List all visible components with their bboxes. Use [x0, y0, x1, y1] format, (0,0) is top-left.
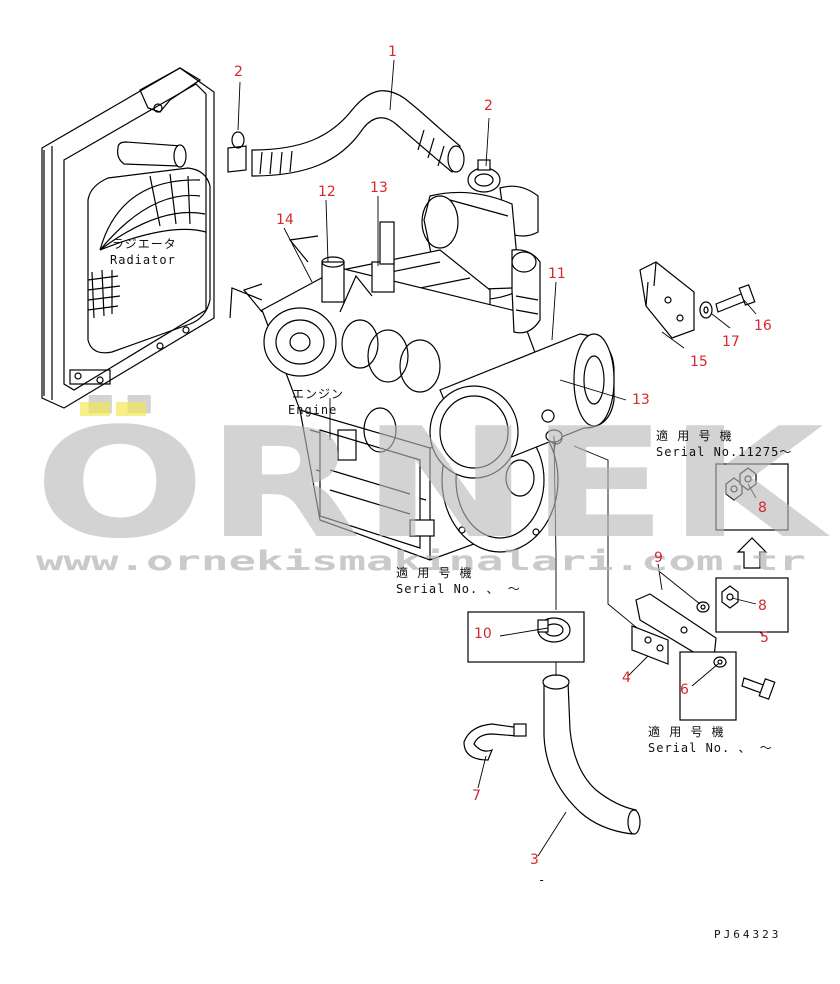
callout-8-lower: 8	[758, 598, 767, 614]
callout-5: 5	[760, 630, 769, 646]
bolt-16	[715, 284, 756, 313]
detail-box-nut-lower	[715, 577, 789, 633]
callout-13-right: 13	[632, 392, 650, 408]
serial-label-low: Serial No. 、 ～	[648, 741, 773, 755]
watermark-url: www.ornekismakinalari.com.tr	[36, 546, 806, 577]
engine-label-en: Engine	[288, 403, 337, 417]
callout-2-left: 2	[234, 64, 243, 80]
upper-hose	[251, 90, 465, 177]
watermark-accent-right	[116, 402, 146, 416]
radiator-label-en: Radiator	[110, 253, 176, 267]
engine	[229, 185, 561, 561]
radiator-label-jp: ラジエータ	[112, 237, 177, 251]
muffler	[429, 333, 615, 479]
callout-11: 11	[548, 266, 566, 282]
bracket-15	[639, 261, 695, 339]
callout-13-top: 13	[370, 180, 388, 196]
applicable-label-mid: 適 用 号 機	[396, 565, 473, 580]
dash-mark: -	[538, 873, 546, 887]
detail-box-nut-upper	[715, 463, 789, 531]
bolt-lower	[741, 677, 776, 700]
serial-label-mid: Serial No. 、 ～	[396, 582, 521, 596]
lower-hose	[542, 662, 641, 835]
callout-16: 16	[754, 318, 772, 334]
radiator-neck	[321, 221, 395, 303]
callout-8-upper: 8	[758, 500, 767, 516]
callout-15: 15	[690, 354, 708, 370]
callout-10: 10	[474, 626, 492, 642]
applicable-label-low: 適 用 号 機	[648, 724, 725, 739]
inlet-pipe	[511, 249, 541, 334]
outlet-link	[545, 429, 643, 633]
washer-17	[699, 301, 713, 319]
detail-box-clamp	[467, 611, 585, 663]
callout-7: 7	[472, 788, 481, 804]
watermark-accent-left	[80, 402, 110, 416]
drain-tube-7	[463, 723, 527, 761]
arrow-up	[736, 537, 768, 569]
watermark-brand: ÖRNEK	[34, 395, 831, 572]
washer-9	[696, 601, 710, 613]
bracket-4	[631, 625, 669, 665]
leader-lines	[237, 59, 765, 857]
detail-box-washer	[679, 651, 737, 721]
hose-clamp-right	[467, 159, 501, 193]
callout-6: 6	[680, 682, 689, 698]
watermark: ÖRNEK www.ornekismakinalari.com.tr	[34, 395, 831, 577]
radiator-outlet-hose	[117, 131, 247, 173]
callout-12: 12	[318, 184, 336, 200]
applicable-label-top: 適 用 号 機	[656, 428, 733, 443]
engine-label-jp: エンジン	[292, 387, 344, 401]
callout-1: 1	[388, 44, 397, 60]
serial-label-top: Serial No.11275～	[656, 445, 792, 459]
callout-14: 14	[276, 212, 294, 228]
callout-9: 9	[654, 550, 663, 566]
callout-17: 17	[722, 334, 740, 350]
callout-3: 3	[530, 852, 539, 868]
callout-2-right: 2	[484, 98, 493, 114]
callout-4: 4	[622, 670, 631, 686]
drawing-code: PJ64323	[714, 928, 781, 941]
